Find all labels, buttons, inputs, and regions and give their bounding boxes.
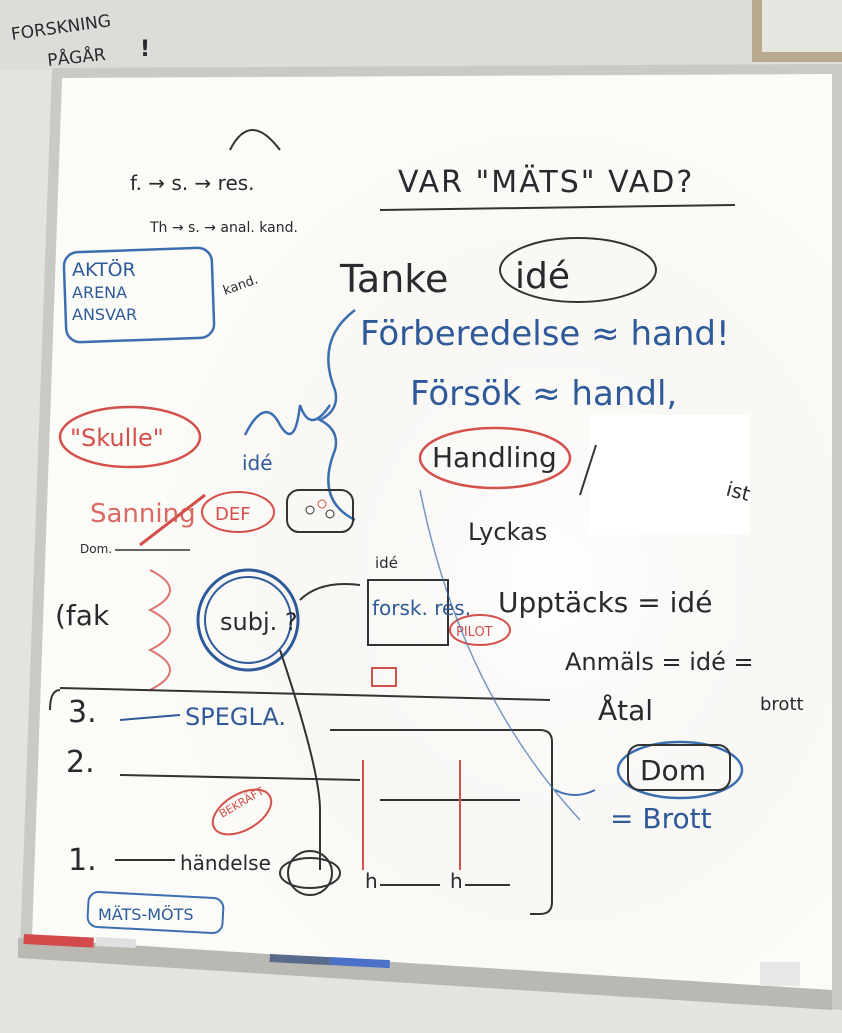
fak: (fak [55, 599, 110, 632]
skulle: "Skulle" [70, 424, 164, 452]
subj: subj. ? [220, 608, 298, 636]
marker-blue [269, 954, 330, 966]
skulle-oval [58, 405, 202, 469]
lyckas: Lyckas [468, 518, 547, 546]
def: DEF [215, 504, 251, 525]
h-second: h [450, 869, 463, 893]
handling-oval [418, 426, 572, 490]
forsk-res: forsk. res. [372, 596, 471, 620]
eraser [95, 936, 136, 949]
aktor-line-1: AKTÖR [72, 258, 136, 281]
brott-right: brott [760, 694, 804, 715]
handelse: händelse [180, 851, 271, 875]
forsk-box [367, 579, 449, 646]
ide-oval [499, 237, 657, 303]
marker-red [23, 934, 94, 948]
aktor-box: AKTÖR ARENA ANSVAR [62, 246, 216, 344]
level-3: 3. [68, 695, 97, 730]
group-box [286, 489, 354, 533]
tanke: Tanke [339, 257, 448, 301]
ide-box: idé [515, 256, 570, 297]
upptacks: Upptäcks = idé [498, 586, 712, 619]
brott: = Brott [610, 802, 712, 835]
level-1: 1. [68, 843, 97, 878]
anmals: Anmäls = idé = [565, 648, 754, 676]
ide-small: idé [375, 554, 398, 572]
mats-mots: MÄTS-MÖTS [98, 905, 194, 924]
dom-small: Dom. [80, 542, 112, 556]
atal: Åtal [598, 693, 653, 727]
level-2: 2. [66, 745, 95, 780]
dom: Dom [640, 754, 706, 787]
spegla: SPEGLA. [185, 703, 286, 731]
pen-tray [18, 938, 832, 1010]
aktor-line-2: ARENA [72, 283, 127, 302]
handling: Handling [432, 441, 557, 474]
blue-brace [317, 309, 356, 522]
board-title: VAR "MÄTS" VAD? [398, 164, 694, 200]
dom-oval [616, 740, 744, 800]
h-first: h [365, 869, 378, 893]
forberedelse: Förberedelse ≈ hand! [360, 314, 730, 354]
pilot: PILOT [456, 625, 493, 640]
sticker-mark: ! [140, 37, 150, 62]
forsok: Försök ≈ handl, [410, 374, 677, 414]
flow-top: f. → s. → res. [130, 171, 255, 195]
ide-blue: idé [242, 451, 273, 475]
manufacturer-label [760, 962, 800, 986]
aktor-line-3: ANSVAR [72, 305, 137, 324]
subj-circle [196, 568, 300, 672]
flow-bottom: Th → s. → anal. kand. [149, 220, 298, 236]
